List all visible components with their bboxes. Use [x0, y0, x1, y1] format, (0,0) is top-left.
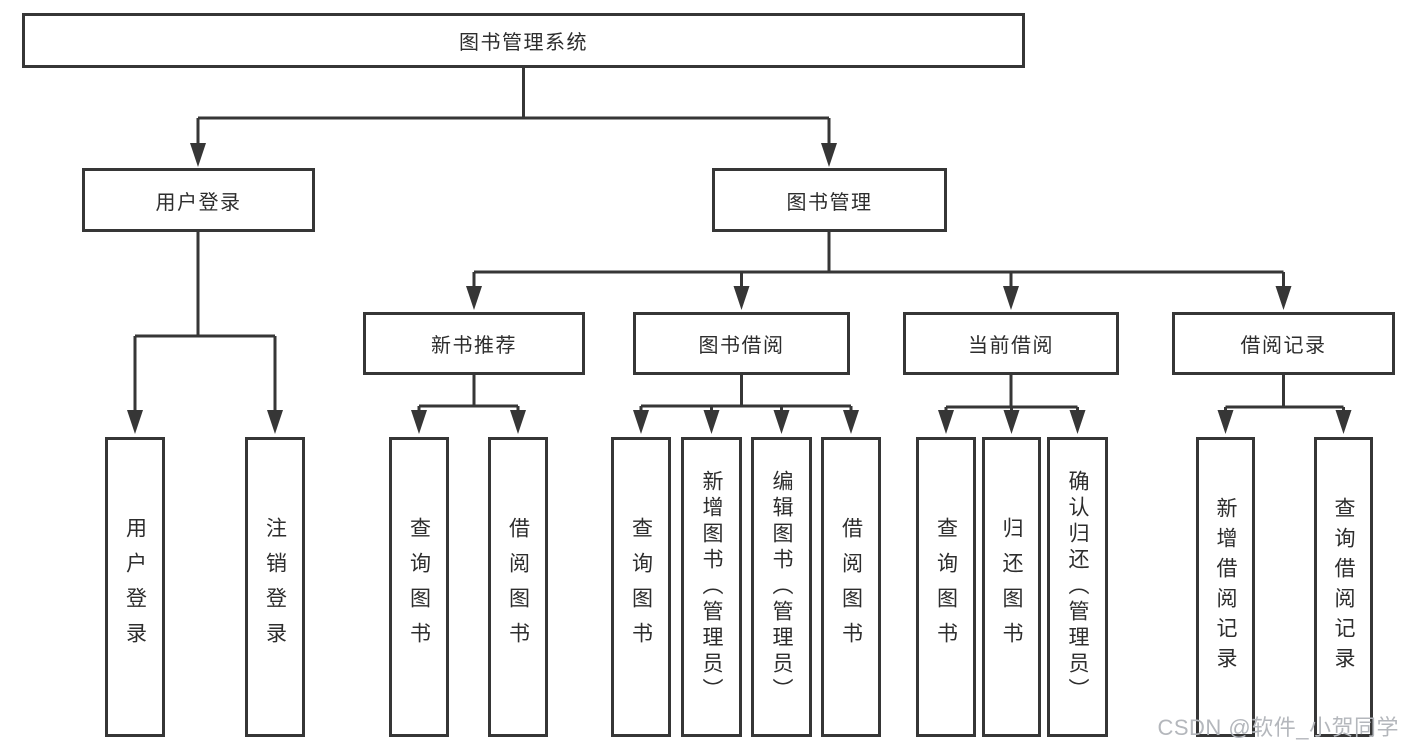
- leaf-user-login-label: 用户登录: [123, 517, 147, 657]
- arrowhead-user-login: [190, 143, 206, 167]
- arrowhead-book-mgmt: [821, 143, 837, 167]
- leaf-br-add: 新增借阅记录: [1196, 437, 1255, 737]
- leaf-bb-query: 查询图书: [611, 437, 671, 737]
- leaf-nbr-query: 查询图书: [389, 437, 449, 737]
- arrowhead-nbr-borrow: [510, 410, 526, 434]
- node-book-borrow: 图书借阅: [633, 312, 850, 375]
- leaf-user-login: 用户登录: [105, 437, 165, 737]
- leaf-logout: 注销登录: [245, 437, 305, 737]
- arrowhead-leaf-logout: [267, 410, 283, 434]
- arrowhead-nbr-query: [411, 410, 427, 434]
- node-current-borrow-label: 当前借阅: [968, 335, 1054, 357]
- node-borrow-records-label: 借阅记录: [1240, 335, 1327, 357]
- arrowhead-borrow-records: [1275, 286, 1292, 310]
- leaf-nbr-borrow: 借阅图书: [488, 437, 548, 737]
- connector-book-mgmt-to-level3: [472, 232, 1285, 290]
- node-root-label: 图书管理系统: [459, 32, 588, 54]
- leaf-cb-confirm: 确认归还（管理员）: [1047, 437, 1108, 737]
- leaf-cb-return: 归还图书: [982, 437, 1041, 737]
- arrowhead-book-borrow: [733, 286, 750, 310]
- leaf-bb-query-label: 查询图书: [629, 517, 653, 657]
- leaf-bb-add-label: 新增图书（管理员）: [700, 470, 723, 704]
- leaf-cb-query-label: 查询图书: [934, 517, 958, 657]
- node-borrow-records: 借阅记录: [1172, 312, 1395, 375]
- arrowhead-new-book-rec: [466, 286, 482, 310]
- leaf-cb-return-label: 归还图书: [1000, 517, 1023, 657]
- leaf-bb-add: 新增图书（管理员）: [681, 437, 742, 737]
- connector-current-borrow-to-leaves: [944, 374, 1079, 414]
- connector-new-book-rec-to-leaves: [417, 374, 520, 414]
- connector-user-login-to-leaves: [133, 232, 277, 414]
- arrowhead-bb-query: [633, 410, 649, 434]
- node-book-mgmt-branch: 图书管理: [712, 168, 947, 232]
- leaf-br-query-label: 查询借阅记录: [1332, 497, 1355, 677]
- leaf-br-add-label: 新增借阅记录: [1214, 497, 1237, 677]
- arrowhead-current-borrow: [1003, 286, 1019, 310]
- csdn-watermark: CSDN @软件_小贺同学: [1157, 715, 1399, 740]
- node-book-borrow-label: 图书借阅: [698, 335, 785, 357]
- leaf-bb-borrow-label: 借阅图书: [839, 517, 863, 657]
- node-new-book-rec-label: 新书推荐: [431, 335, 517, 357]
- node-root: 图书管理系统: [22, 13, 1025, 68]
- leaf-nbr-borrow-label: 借阅图书: [506, 517, 530, 657]
- arrowhead-bb-edit: [773, 410, 790, 434]
- arrowhead-br-add: [1217, 410, 1234, 434]
- leaf-bb-edit: 编辑图书（管理员）: [751, 437, 812, 737]
- arrowhead-bb-add: [703, 410, 720, 434]
- connector-root-to-level2: [196, 68, 831, 147]
- arrowhead-bb-borrow: [843, 410, 859, 434]
- arrowhead-cb-query: [938, 410, 954, 434]
- node-current-borrow: 当前借阅: [903, 312, 1119, 375]
- leaf-logout-label: 注销登录: [263, 517, 287, 657]
- leaf-br-query: 查询借阅记录: [1314, 437, 1373, 737]
- leaf-cb-query: 查询图书: [916, 437, 976, 737]
- arrowhead-cb-return: [1003, 410, 1020, 434]
- arrowhead-leaf-user-login: [127, 410, 143, 434]
- leaf-bb-borrow: 借阅图书: [821, 437, 881, 737]
- node-user-login-branch-label: 用户登录: [155, 191, 242, 214]
- connector-borrow-records-to-leaves: [1224, 374, 1345, 414]
- leaf-cb-confirm-label: 确认归还（管理员）: [1066, 470, 1089, 704]
- leaf-nbr-query-label: 查询图书: [407, 517, 431, 657]
- arrowhead-br-query: [1335, 410, 1352, 434]
- node-new-book-rec: 新书推荐: [363, 312, 585, 375]
- node-user-login-branch: 用户登录: [82, 168, 315, 232]
- node-book-mgmt-branch-label: 图书管理: [786, 191, 873, 214]
- arrowhead-cb-confirm: [1069, 410, 1086, 434]
- leaf-bb-edit-label: 编辑图书（管理员）: [770, 470, 793, 704]
- connector-book-borrow-to-leaves: [639, 374, 853, 414]
